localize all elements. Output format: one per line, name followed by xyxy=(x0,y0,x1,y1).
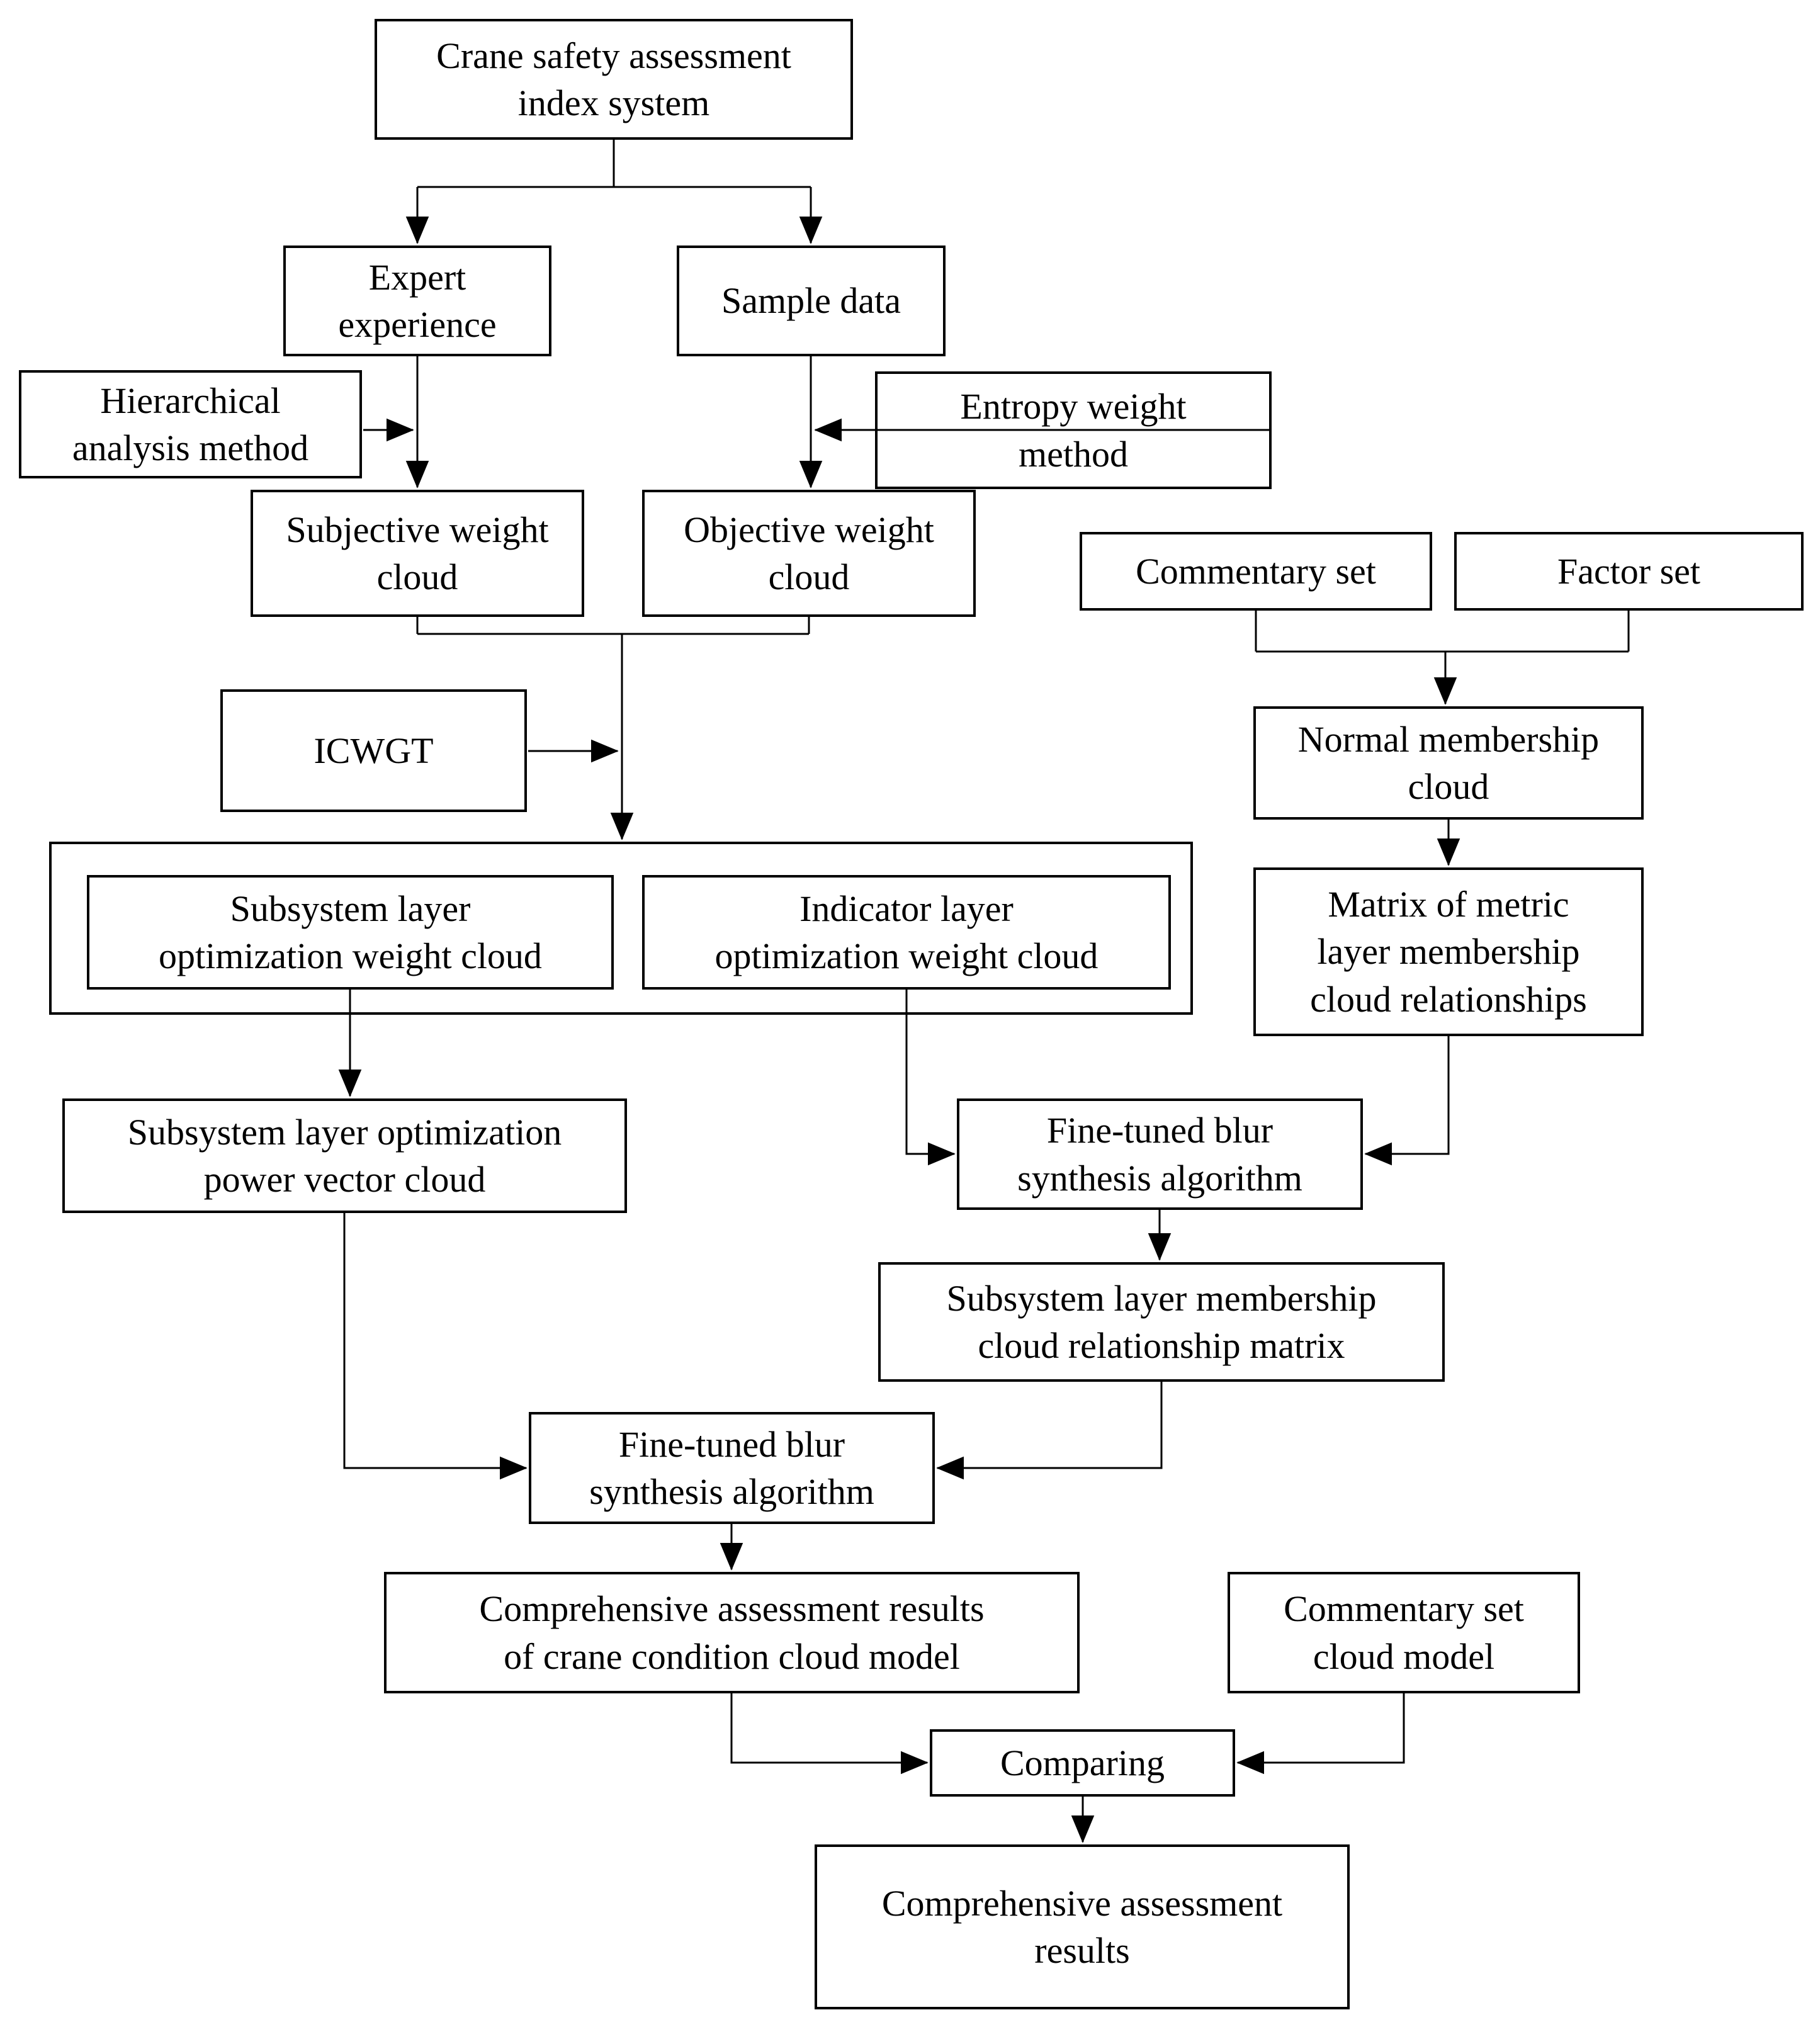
node-entropy-weight-method: Entropy weight method xyxy=(875,371,1272,489)
node-subjective-weight-cloud: Subjective weight cloud xyxy=(251,490,584,617)
node-commentary-set-cloud-model: Commentary set cloud model xyxy=(1228,1572,1580,1693)
edge-membership-matrix-to-ftba-center xyxy=(936,1382,1163,1480)
node-objective-weight-cloud: Objective weight cloud xyxy=(642,490,976,617)
node-commentary-set: Commentary set xyxy=(1080,532,1432,611)
edge-matrix-to-ftba-right xyxy=(1364,1036,1450,1166)
node-subsystem-layer-optimization-power-vector-cloud: Subsystem layer optimization power vecto… xyxy=(62,1098,627,1213)
node-icwgt: ICWGT xyxy=(220,689,527,812)
node-comparing: Comparing xyxy=(930,1729,1235,1797)
node-fine-tuned-blur-synthesis-algorithm-center: Fine-tuned blur synthesis algorithm xyxy=(529,1412,935,1524)
node-comprehensive-assessment-results-final: Comprehensive assessment results xyxy=(815,1844,1350,2009)
edge-power-vector-to-ftba-center xyxy=(343,1213,528,1480)
edge-results-model-to-comparing xyxy=(730,1693,929,1775)
node-sample-data: Sample data xyxy=(677,246,946,356)
node-matrix-of-metric-layer-membership-cloud-relationships: Matrix of metric layer membership cloud … xyxy=(1253,867,1644,1036)
node-fine-tuned-blur-synthesis-algorithm-right: Fine-tuned blur synthesis algorithm xyxy=(957,1098,1363,1210)
node-expert-experience: Expert experience xyxy=(283,246,551,356)
node-indicator-layer-optimization-weight-cloud: Indicator layer optimization weight clou… xyxy=(642,875,1171,990)
edge-crane-split-bar xyxy=(417,140,811,188)
node-comprehensive-assessment-results-of-crane-condition-cloud-model: Comprehensive assessment results of cran… xyxy=(384,1572,1080,1693)
node-subsystem-layer-optimization-weight-cloud: Subsystem layer optimization weight clou… xyxy=(87,875,614,990)
edge-weight-clouds-merge-bar xyxy=(416,617,810,635)
node-normal-membership-cloud: Normal membership cloud xyxy=(1253,706,1644,820)
edge-commentary-factor-merge-bar xyxy=(1255,611,1630,653)
optimization-weight-group-frame xyxy=(49,842,1193,1015)
edge-commentary-cloud-to-comparing xyxy=(1236,1693,1405,1775)
node-crane-safety-assessment-index-system: Crane safety assessment index system xyxy=(375,19,853,140)
node-hierarchical-analysis-method: Hierarchical analysis method xyxy=(19,370,362,478)
node-factor-set: Factor set xyxy=(1454,532,1804,611)
node-subsystem-layer-membership-cloud-relationship-matrix: Subsystem layer membership cloud relatio… xyxy=(878,1262,1445,1382)
